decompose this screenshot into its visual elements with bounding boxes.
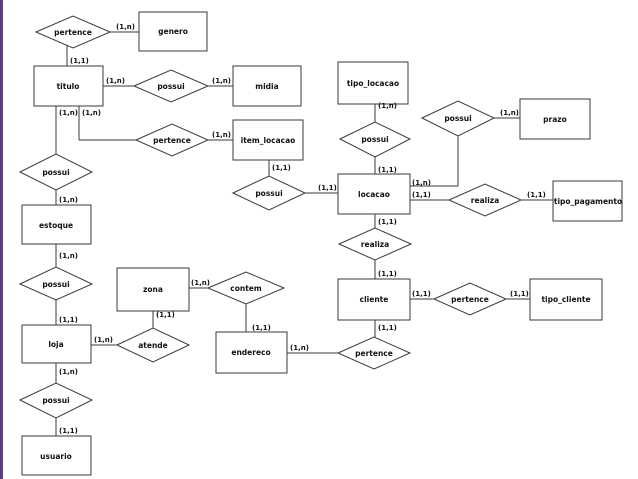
entity-item-locacao: item_locacao	[232, 119, 304, 161]
entity-tipo-cliente-label: tipo_cliente	[541, 295, 590, 304]
entity-tipo-locacao: tipo_locacao	[337, 61, 409, 105]
rel-contem-label: contem	[230, 284, 262, 293]
rel-possui-estoque-label: possui	[42, 168, 69, 177]
cardinality-label: (1,n)	[59, 368, 78, 376]
rel-possui-usuario-label: possui	[42, 396, 69, 405]
cardinality-label: (1,1)	[70, 57, 89, 65]
cardinality-label: (1,n)	[412, 179, 431, 187]
rel-possui-estoque: possui	[18, 153, 94, 191]
connector-lines	[55, 31, 553, 436]
cardinality-label: (1,n)	[82, 109, 101, 117]
entity-locacao: locacao	[337, 173, 411, 215]
entity-tipo-pagamento-label: tipo_pagamento	[554, 197, 622, 206]
rel-possui-tipo-locacao: possui	[338, 121, 412, 158]
entity-loja: loja	[21, 324, 92, 364]
entity-prazo: prazo	[519, 98, 591, 140]
rel-pertence-item-label: pertence	[153, 136, 191, 145]
rel-pertence-endereco: pertence	[336, 336, 412, 370]
entity-item-locacao-label: item_locacao	[241, 136, 296, 145]
rel-contem: contem	[206, 271, 286, 305]
cardinality-label: (1,1)	[156, 311, 175, 319]
entity-titulo-label: titulo	[57, 82, 80, 91]
entity-loja-label: loja	[48, 340, 63, 349]
entity-estoque-label: estoque	[39, 221, 73, 230]
cardinality-label: (1,n)	[191, 279, 210, 287]
cardinality-labels: (1,n) (1,1) (1,n) (1,n) (1,n) (1,n) (1,n…	[59, 23, 546, 435]
entity-usuario-label: usuario	[40, 452, 72, 461]
rel-possui-prazo-label: possui	[444, 114, 471, 123]
rel-realiza-pagamento: realiza	[447, 183, 523, 217]
entity-midia-label: midia	[255, 82, 278, 91]
cardinality-label: (1,n)	[212, 77, 231, 85]
entity-usuario: usuario	[21, 435, 92, 476]
rel-possui-item: possui	[231, 175, 307, 211]
entity-titulo: titulo	[33, 65, 104, 107]
cardinality-label: (1,n)	[59, 109, 78, 117]
cardinality-label: (1,n)	[59, 252, 78, 260]
rel-possui-midia: possui	[132, 69, 210, 103]
rel-realiza-cliente-label: realiza	[361, 240, 389, 249]
cardinality-label: (1,1)	[59, 316, 78, 324]
entity-cliente: cliente	[337, 278, 411, 321]
entity-locacao-label: locacao	[358, 190, 390, 199]
rel-atende-label: atende	[138, 341, 168, 350]
rel-possui-prazo: possui	[420, 100, 496, 137]
entity-cliente-label: cliente	[360, 295, 389, 304]
entity-endereco: endereco	[215, 331, 288, 374]
entity-endereco-label: endereco	[231, 348, 270, 357]
entity-tipo-locacao-label: tipo_locacao	[347, 79, 399, 88]
rel-pertence-tipo-cliente-label: pertence	[451, 295, 489, 304]
rel-atende: atende	[115, 327, 191, 363]
cardinality-label: (1,1)	[378, 270, 397, 278]
rel-possui-usuario: possui	[18, 382, 94, 419]
cardinality-label: (1,n)	[500, 109, 519, 117]
cardinality-label: (1,1)	[412, 191, 431, 199]
cardinality-label: (1,n)	[378, 102, 397, 110]
cardinality-label: (1,n)	[106, 77, 125, 85]
cardinality-label: (1,1)	[272, 164, 291, 172]
cardinality-label: (1,n)	[212, 131, 231, 139]
rel-possui-item-label: possui	[255, 189, 282, 198]
rel-possui-tipo-locacao-label: possui	[361, 135, 388, 144]
cardinality-label-contem-endereco: (1,1)	[252, 324, 271, 332]
entity-genero-label: genero	[158, 27, 188, 36]
rel-pertence-genero: pertence	[34, 15, 112, 49]
cardinality-label: (1,1)	[378, 166, 397, 174]
cardinality-label: (1,n)	[94, 336, 113, 344]
rel-realiza-pagamento-label: realiza	[471, 196, 499, 205]
rel-possui-loja: possui	[18, 266, 94, 301]
rel-pertence-item: pertence	[134, 123, 210, 157]
entity-tipo-cliente: tipo_cliente	[529, 278, 603, 321]
cardinality-label: (1,1)	[378, 324, 397, 332]
entity-tipo-pagamento: tipo_pagamento	[552, 180, 623, 222]
rel-possui-loja-label: possui	[42, 280, 69, 289]
entity-genero: genero	[138, 11, 208, 52]
cardinality-label: (1,n)	[116, 23, 135, 31]
rel-pertence-tipo-cliente: pertence	[432, 282, 508, 316]
cardinality-label: (1,1)	[378, 218, 397, 226]
rel-pertence-genero-label: pertence	[54, 28, 92, 37]
left-border	[0, 0, 3, 479]
rel-possui-midia-label: possui	[157, 82, 184, 91]
entity-midia: midia	[232, 65, 302, 107]
cardinality-label: (1,1)	[412, 290, 431, 298]
cardinality-label: (1,n)	[290, 344, 309, 352]
cardinality-label: (1,1)	[59, 427, 78, 435]
cardinality-label: (1,1)	[510, 290, 529, 298]
entity-prazo-label: prazo	[543, 115, 567, 124]
entity-estoque: estoque	[21, 204, 92, 245]
entity-zona: zona	[116, 267, 190, 312]
cardinality-label: (1,1)	[527, 191, 546, 199]
rel-pertence-endereco-label: pertence	[355, 349, 393, 358]
cardinality-label: (1,n)	[59, 196, 78, 204]
rel-realiza-cliente: realiza	[337, 227, 413, 261]
cardinality-label: (1,1)	[318, 184, 337, 192]
entity-zona-label: zona	[143, 285, 163, 294]
